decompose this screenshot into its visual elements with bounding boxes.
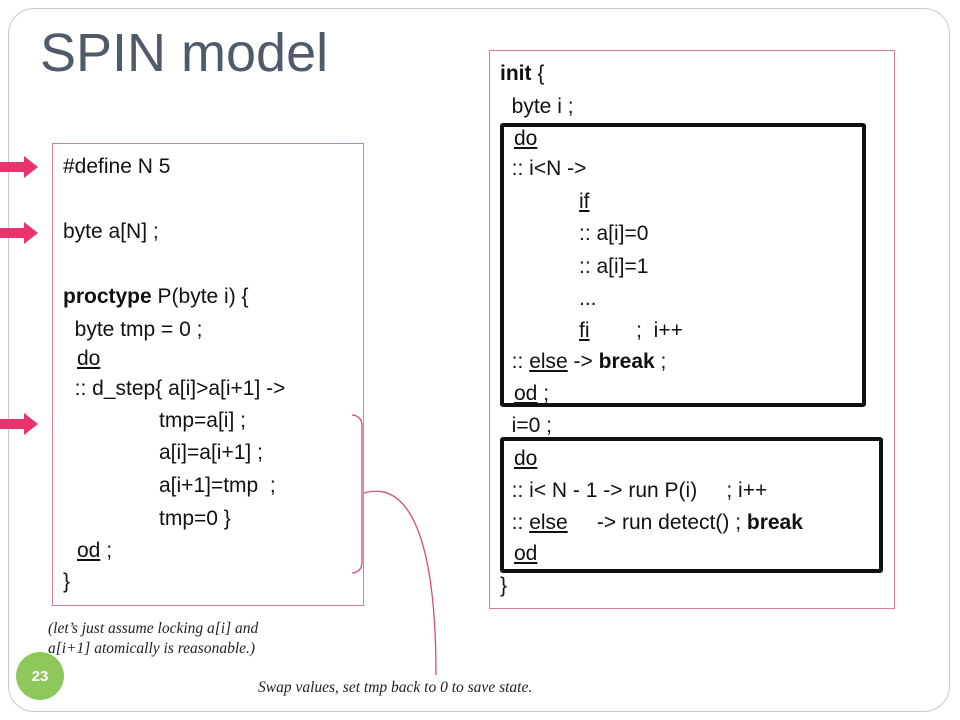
keyword: do	[77, 347, 101, 370]
code-text: ->	[567, 350, 599, 373]
code-line: :: else -> run detect() ; break	[500, 510, 803, 536]
code-line: i=0 ;	[500, 414, 552, 437]
code-line: byte i ;	[500, 95, 574, 118]
keyword: do	[514, 447, 538, 470]
keyword: fi	[579, 319, 590, 342]
code-line: tmp=a[i] ;	[159, 409, 246, 432]
keyword: init	[500, 62, 532, 85]
code-line: :: i<N ->	[500, 157, 587, 180]
code-line: byte tmp = 0 ;	[63, 318, 203, 341]
code-line: :: else -> break ;	[500, 349, 667, 375]
code-text: ::	[500, 350, 530, 373]
keyword: else	[529, 511, 568, 534]
caption-line: (let’s just assume locking a[i] and	[48, 620, 259, 637]
code-line: :: a[i]=0	[579, 222, 649, 245]
code-text: {	[531, 62, 545, 85]
caption-line: a[i+1] atomically is reasonable.)	[48, 640, 256, 657]
keyword: od	[77, 539, 101, 562]
code-text: P(byte i) {	[151, 285, 249, 308]
code-line: od ;	[77, 538, 112, 564]
code-line: proctype P(byte i) {	[63, 284, 249, 310]
code-line: #define N 5	[63, 155, 171, 178]
code-text: ;	[537, 382, 550, 405]
code-line: ...	[579, 287, 597, 310]
code-text: ::	[500, 511, 530, 534]
keyword: if	[579, 190, 590, 213]
code-line: :: d_step{ a[i]>a[i+1] ->	[63, 377, 286, 400]
arrow-right-icon	[0, 222, 38, 244]
code-line: a[i+1]=tmp ;	[159, 474, 276, 497]
code-line: do	[514, 446, 537, 472]
second-loop-highlight	[500, 437, 883, 573]
code-line: tmp=0 }	[159, 507, 231, 530]
swap-note: Swap values, set tmp back to 0 to save s…	[258, 679, 533, 696]
code-line: a[i]=a[i+1] ;	[159, 441, 263, 464]
code-line: od ;	[514, 381, 549, 407]
code-line: do	[77, 346, 100, 372]
code-line: byte a[N] ;	[63, 220, 159, 243]
code-text: ;	[654, 350, 667, 373]
page-number-badge: 23	[16, 652, 64, 700]
code-text: ; i++	[589, 319, 683, 342]
code-text: ;	[100, 539, 113, 562]
init-code-box: init { byte i ; do :: i<N -> if :: a[i]=…	[489, 50, 895, 609]
code-line: if	[579, 189, 590, 215]
keyword: break	[598, 350, 655, 373]
code-line: od	[514, 541, 537, 567]
locking-note: (let’s just assume locking a[i] and a[i+…	[48, 619, 258, 659]
proctype-code-box: #define N 5 byte a[N] ; proctype P(byte …	[52, 143, 364, 606]
first-loop-highlight	[500, 123, 866, 407]
arrow-right-icon	[0, 156, 38, 178]
code-line: init {	[500, 61, 544, 87]
code-line: }	[63, 570, 71, 593]
code-line: do	[514, 126, 537, 152]
code-text: -> run detect() ;	[567, 511, 747, 534]
code-line: :: a[i]=1	[579, 255, 649, 278]
slide-title: SPIN model	[40, 23, 329, 83]
code-line: }	[500, 574, 508, 597]
keyword: do	[514, 127, 538, 150]
keyword: od	[514, 542, 538, 565]
code-line: :: i< N - 1 -> run P(i) ; i++	[500, 479, 768, 502]
arrow-right-icon	[0, 413, 38, 435]
keyword: proctype	[63, 285, 152, 308]
keyword: break	[746, 511, 803, 534]
keyword: else	[529, 350, 568, 373]
code-line: fi ; i++	[579, 318, 683, 344]
keyword: od	[514, 382, 538, 405]
